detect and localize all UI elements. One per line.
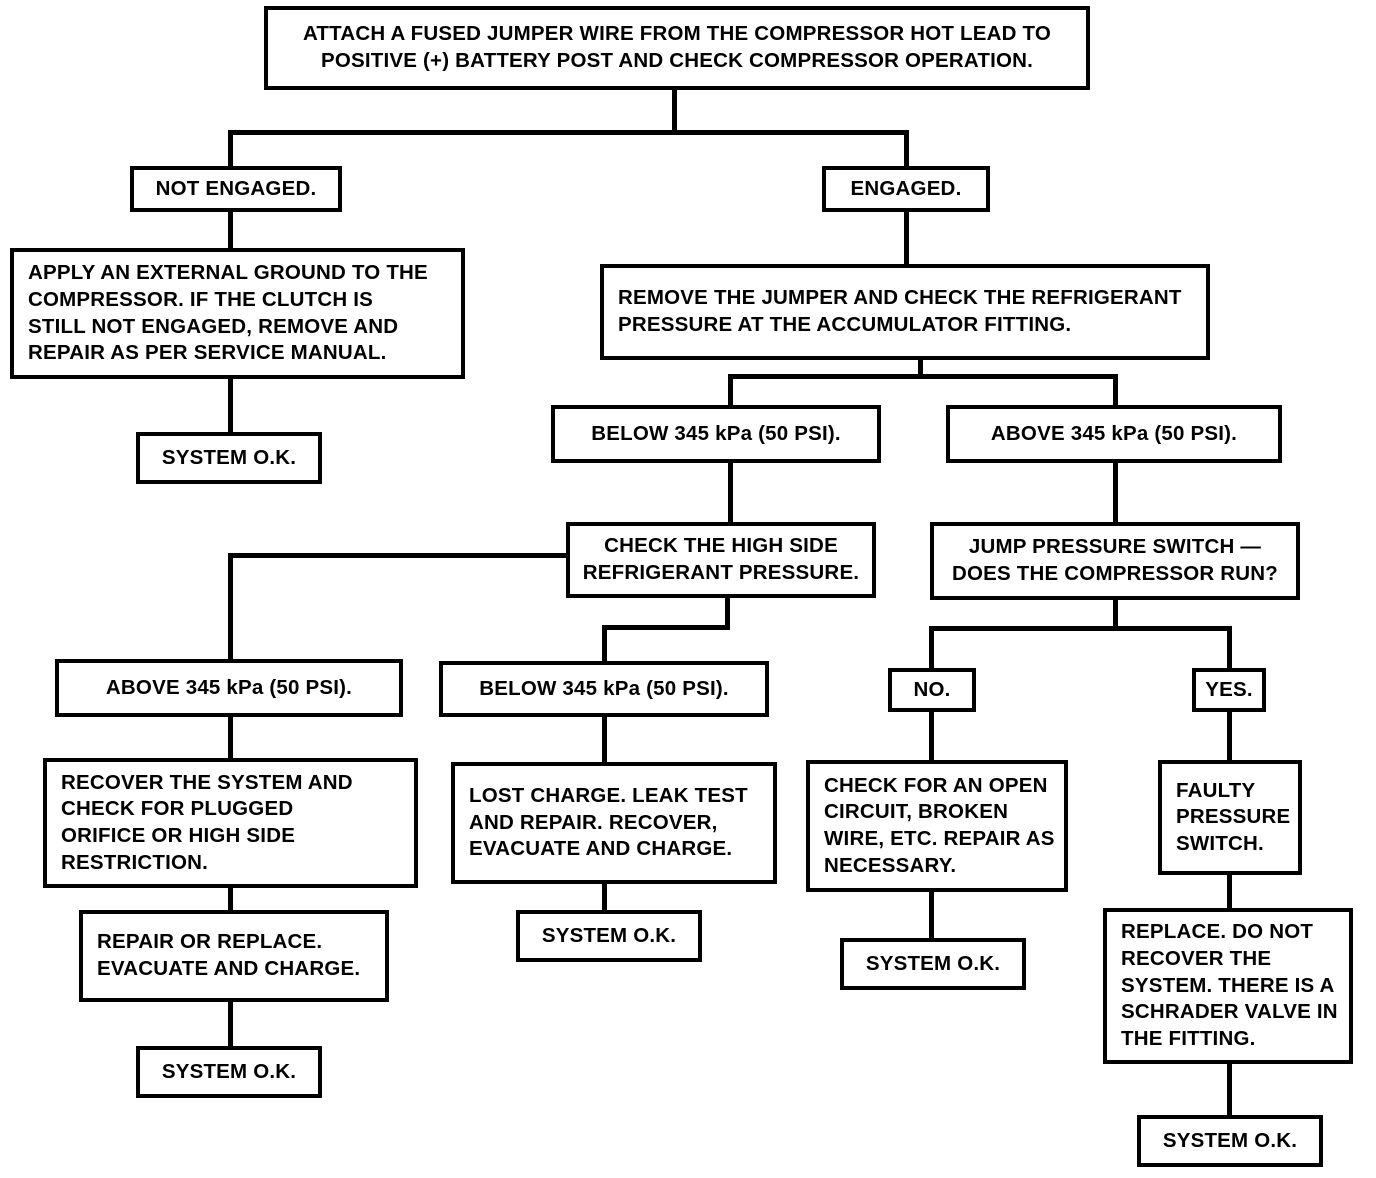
connector-split-bar-2	[728, 374, 1118, 379]
node-not-engaged-label: NOT ENGAGED.	[155, 176, 317, 200]
node-above-345-high-side[interactable]: ABOVE 345 kPa (50 PSI).	[55, 659, 403, 717]
node-replace-no-recover-label: REPLACE. DO NOT RECOVER THE SYSTEM. THER…	[1121, 920, 1338, 1050]
connector-no-to-check-circuit	[929, 708, 934, 760]
node-system-ok-1-label: SYSTEM O.K.	[161, 445, 297, 469]
connector-remove-jumper-stub	[918, 357, 923, 379]
node-below-345-accumulator-label: BELOW 345 kPa (50 PSI).	[591, 421, 841, 445]
node-not-engaged[interactable]: NOT ENGAGED.	[130, 166, 342, 212]
node-faulty-pressure-switch[interactable]: FAULTY PRESSURE SWITCH.	[1158, 760, 1302, 875]
connector-to-engaged	[904, 130, 909, 170]
node-system-ok-1[interactable]: SYSTEM O.K.	[136, 432, 322, 484]
connector-lost-charge-to-system-ok	[602, 882, 607, 912]
node-remove-jumper[interactable]: REMOVE THE JUMPER AND CHECK THE REFRIGER…	[600, 264, 1210, 360]
connector-high-side-left-bar	[228, 553, 570, 558]
node-remove-jumper-label: REMOVE THE JUMPER AND CHECK THE REFRIGER…	[618, 286, 1182, 336]
node-system-ok-3-label: SYSTEM O.K.	[865, 951, 1001, 975]
node-above-345-accumulator-label: ABOVE 345 kPa (50 PSI).	[990, 421, 1238, 445]
connector-start-stub	[672, 86, 677, 134]
node-system-ok-5-label: SYSTEM O.K.	[1162, 1128, 1298, 1152]
node-check-open-circuit-label: CHECK FOR AN OPEN CIRCUIT, BROKEN WIRE, …	[824, 773, 1055, 877]
connector-to-no	[929, 626, 934, 670]
connector-check-circuit-to-system-ok	[929, 890, 934, 938]
connector-high-side-step-bar	[602, 625, 730, 630]
node-engaged[interactable]: ENGAGED.	[822, 166, 990, 212]
node-check-high-side[interactable]: CHECK THE HIGH SIDE REFRIGERANT PRESSURE…	[566, 522, 876, 598]
connector-split-bar-1	[228, 130, 909, 135]
connector-to-yes	[1227, 626, 1232, 670]
connector-to-above-345-accum	[1113, 374, 1118, 408]
node-yes[interactable]: YES.	[1192, 668, 1266, 712]
node-faulty-pressure-switch-label: FAULTY PRESSURE SWITCH.	[1176, 778, 1291, 855]
connector-below-345-to-lost-charge	[602, 715, 607, 763]
node-engaged-label: ENGAGED.	[850, 176, 962, 200]
connector-apply-ground-to-system-ok	[228, 375, 233, 435]
node-no[interactable]: NO.	[888, 668, 976, 712]
node-start-label: ATTACH A FUSED JUMPER WIRE FROM THE COMP…	[302, 22, 1052, 72]
node-start[interactable]: ATTACH A FUSED JUMPER WIRE FROM THE COMP…	[264, 6, 1090, 90]
node-system-ok-2-label: SYSTEM O.K.	[541, 923, 677, 947]
node-lost-charge[interactable]: LOST CHARGE. LEAK TEST AND REPAIR. RECOV…	[451, 762, 777, 884]
node-system-ok-3[interactable]: SYSTEM O.K.	[840, 938, 1026, 990]
connector-faulty-switch-to-replace	[1227, 873, 1232, 911]
node-above-345-accumulator[interactable]: ABOVE 345 kPa (50 PSI).	[946, 405, 1282, 463]
node-yes-label: YES.	[1205, 677, 1253, 701]
connector-above-345-to-recover	[228, 715, 233, 760]
node-repair-or-replace[interactable]: REPAIR OR REPLACE. EVACUATE AND CHARGE.	[79, 910, 389, 1002]
node-system-ok-2[interactable]: SYSTEM O.K.	[516, 910, 702, 962]
connector-not-engaged-to-apply-ground	[228, 208, 233, 253]
connector-above-345-to-jump-switch	[1113, 462, 1118, 524]
node-jump-pressure-switch-label: JUMP PRESSURE SWITCH — DOES THE COMPRESS…	[952, 535, 1278, 585]
node-lost-charge-label: LOST CHARGE. LEAK TEST AND REPAIR. RECOV…	[469, 784, 748, 861]
node-replace-no-recover[interactable]: REPLACE. DO NOT RECOVER THE SYSTEM. THER…	[1103, 908, 1353, 1064]
node-system-ok-4[interactable]: SYSTEM O.K.	[136, 1046, 322, 1098]
node-apply-ground-label: APPLY AN EXTERNAL GROUND TO THE COMPRESS…	[28, 261, 428, 365]
connector-repair-to-system-ok	[228, 1000, 233, 1048]
node-below-345-accumulator[interactable]: BELOW 345 kPa (50 PSI).	[551, 405, 881, 463]
connector-to-not-engaged	[228, 130, 233, 170]
connector-split-bar-3	[929, 626, 1232, 631]
connector-recover-to-repair	[228, 884, 233, 912]
connector-high-side-to-below-345	[602, 625, 607, 662]
connector-jump-switch-stub	[1113, 598, 1118, 628]
connector-engaged-to-remove-jumper	[904, 208, 909, 266]
node-check-open-circuit[interactable]: CHECK FOR AN OPEN CIRCUIT, BROKEN WIRE, …	[806, 760, 1068, 892]
node-system-ok-5[interactable]: SYSTEM O.K.	[1137, 1115, 1323, 1167]
connector-high-side-bottom-stub	[725, 596, 730, 628]
node-recover-system-label: RECOVER THE SYSTEM AND CHECK FOR PLUGGED…	[61, 770, 353, 874]
connector-below-345-to-check-high-side	[728, 462, 733, 524]
connector-high-side-to-above-345	[228, 553, 233, 662]
connector-to-below-345-accum	[728, 374, 733, 408]
connector-replace-to-system-ok	[1227, 1062, 1232, 1117]
node-jump-pressure-switch[interactable]: JUMP PRESSURE SWITCH — DOES THE COMPRESS…	[930, 522, 1300, 600]
node-repair-or-replace-label: REPAIR OR REPLACE. EVACUATE AND CHARGE.	[97, 930, 361, 980]
node-apply-ground[interactable]: APPLY AN EXTERNAL GROUND TO THE COMPRESS…	[10, 248, 465, 379]
node-above-345-high-side-label: ABOVE 345 kPa (50 PSI).	[105, 675, 353, 699]
connector-yes-to-faulty-switch	[1227, 708, 1232, 760]
node-below-345-high-side[interactable]: BELOW 345 kPa (50 PSI).	[439, 661, 769, 717]
node-check-high-side-label: CHECK THE HIGH SIDE REFRIGERANT PRESSURE…	[582, 534, 860, 584]
node-no-label: NO.	[913, 677, 951, 701]
node-below-345-high-side-label: BELOW 345 kPa (50 PSI).	[479, 676, 729, 700]
node-recover-system[interactable]: RECOVER THE SYSTEM AND CHECK FOR PLUGGED…	[43, 758, 418, 888]
node-system-ok-4-label: SYSTEM O.K.	[161, 1059, 297, 1083]
